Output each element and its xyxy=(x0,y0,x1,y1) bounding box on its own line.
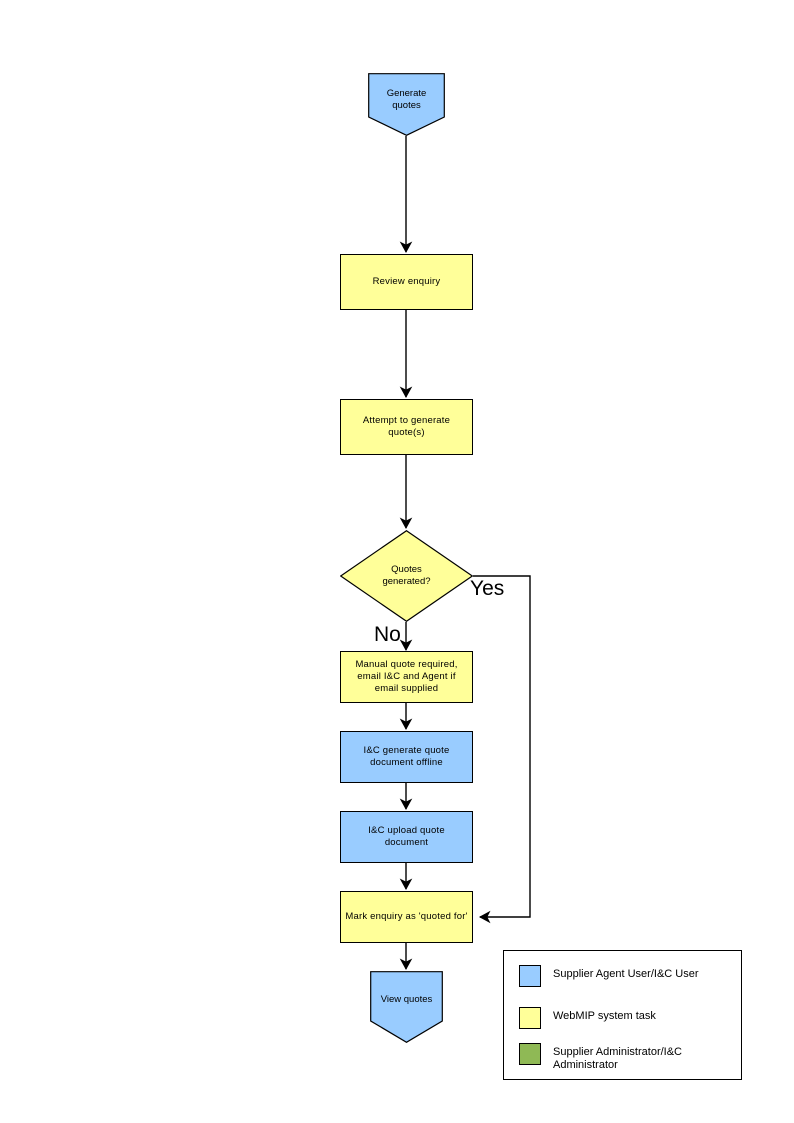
node-mark-quoted-for-label: Mark enquiry as 'quoted for' xyxy=(345,911,468,922)
node-quotes-generated-decision[interactable]: Quotes generated? xyxy=(340,530,473,622)
legend-label-admin-task: Supplier Administrator/I&C Administrator xyxy=(553,1046,682,1071)
node-manual-quote-required-label: Manual quote required, email I&C and Age… xyxy=(355,659,458,694)
legend-item-admin-task: Supplier Administrator/I&C Administrator xyxy=(519,1043,682,1072)
connector-decision-yes-to-mark xyxy=(473,575,531,924)
legend-swatch-admin-task xyxy=(519,1043,541,1065)
node-attempt-generate-quotes-label: Attempt to generate quote(s) xyxy=(362,415,451,438)
legend-swatch-system-task xyxy=(519,1007,541,1029)
node-ic-upload-document[interactable]: I&C upload quote document xyxy=(340,811,473,863)
node-ic-generate-offline[interactable]: I&C generate quote document offline xyxy=(340,731,473,783)
decision-diamond-shape xyxy=(340,530,473,622)
legend: Supplier Agent User/I&C User WebMIP syst… xyxy=(503,950,742,1080)
generate-quotes-shape xyxy=(368,73,445,136)
view-quotes-shape xyxy=(370,971,443,1043)
node-view-quotes-label: View quotes xyxy=(380,994,433,1005)
legend-item-system-task: WebMIP system task xyxy=(519,1007,656,1029)
node-view-quotes[interactable]: View quotes xyxy=(370,971,443,1043)
node-attempt-generate-quotes[interactable]: Attempt to generate quote(s) xyxy=(340,399,473,455)
node-mark-quoted-for[interactable]: Mark enquiry as 'quoted for' xyxy=(340,891,473,943)
node-manual-quote-required[interactable]: Manual quote required, email I&C and Age… xyxy=(340,651,473,703)
legend-item-user-task: Supplier Agent User/I&C User xyxy=(519,965,699,987)
node-ic-generate-offline-label: I&C generate quote document offline xyxy=(363,745,450,768)
node-generate-quotes-label: Generate quotes xyxy=(386,88,427,111)
node-ic-upload-document-label: I&C upload quote document xyxy=(368,825,445,848)
branch-label-yes: Yes xyxy=(470,577,505,600)
legend-label-user-task: Supplier Agent User/I&C User xyxy=(553,968,699,980)
node-review-enquiry-label: Review enquiry xyxy=(372,276,441,287)
node-generate-quotes[interactable]: Generate quotes xyxy=(368,73,445,136)
node-quotes-generated-label: Quotes generated? xyxy=(382,564,431,587)
legend-swatch-user-task xyxy=(519,965,541,987)
branch-label-no: No xyxy=(374,623,401,646)
legend-label-system-task: WebMIP system task xyxy=(553,1010,656,1022)
node-review-enquiry[interactable]: Review enquiry xyxy=(340,254,473,310)
